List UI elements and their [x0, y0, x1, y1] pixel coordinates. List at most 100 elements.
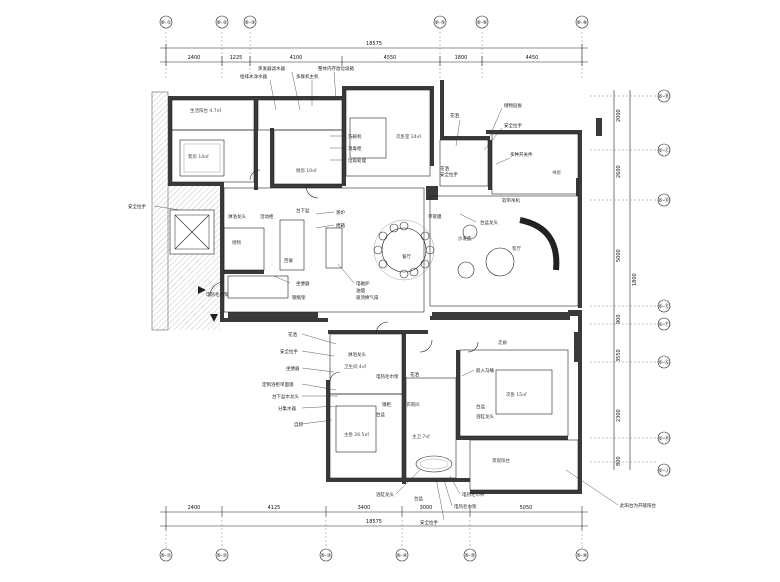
dining-table [373, 219, 435, 281]
annotation: 台盆龙头 [480, 219, 498, 226]
annotation: 多联机主机 [296, 73, 319, 80]
grid-label: ⑥-③ [245, 20, 256, 26]
annotation: 蒸炉 [336, 209, 345, 216]
dim-bottom-2: 4125 [268, 505, 281, 511]
annotation: 烤箱 [336, 222, 345, 229]
annotation: 安全拉手 [420, 519, 438, 526]
grid-label: ⑥-① [161, 20, 172, 26]
dim-right-6: 3550 [616, 349, 622, 362]
doors [209, 169, 479, 383]
room-label: 次卧室 24㎡ [396, 133, 422, 140]
annotation: 洗碗机 [348, 133, 362, 140]
annotation: 花洒 [440, 165, 449, 172]
annotation: 定制浴柜单面镜 [262, 381, 294, 388]
dim-top-6: 4450 [526, 55, 539, 61]
dim-top-4: 4550 [384, 55, 397, 61]
annotation: 给排水净水器 [240, 73, 267, 80]
grid-label: ⑥-② [217, 553, 228, 559]
grid-label: ⑥-Ⓗ [658, 435, 669, 442]
living-sofa [457, 217, 560, 279]
dim-bottom-1: 2400 [188, 505, 201, 511]
dim-top-1: 2400 [188, 55, 201, 61]
dim-top-3: 4100 [290, 55, 303, 61]
annotation: 安全拉手 [440, 171, 458, 178]
grid-label: ⑥-Ⓕ [658, 321, 669, 328]
dim-right-7: 2300 [616, 409, 622, 422]
annotation: 浴缸龙头 [476, 413, 494, 420]
dim-total-top: 18575 [366, 41, 382, 47]
walls [168, 80, 602, 494]
annotation: 台下盆水龙头 [272, 393, 299, 400]
dim-top-5: 1800 [455, 55, 468, 61]
annotation: 活动柜 [260, 213, 274, 220]
annotation: 油烟 [356, 287, 365, 294]
room-label: 衣帽间 [406, 401, 420, 408]
grid-label: ⑥-Ⓑ [658, 93, 669, 100]
annotation: 钢瓶架 [292, 294, 306, 301]
dim-bottom-4: 3000 [420, 505, 433, 511]
annotation: 嵌入马桶 [476, 367, 494, 374]
room-label: 储物 [232, 239, 241, 246]
grid-label: ⑥-⑥ [477, 20, 488, 26]
annotation: 台盆 [476, 403, 485, 410]
annotation: 安全拉手 [128, 203, 146, 210]
grid-axes-right: 2000 2600 5000 1800 900 3550 2300 800 ⑥-… [590, 89, 671, 477]
grid-axes-bottom: ⑥-① ⑥-② ⑥-③ ⑥-④ ⑥-⑤ ⑥-⑧ [159, 516, 589, 562]
grid-label: ⑥-Ⓙ [658, 467, 669, 474]
room-label: 生活阳台 4.7㎡ [190, 107, 222, 114]
room-label: 餐厅 [402, 253, 411, 260]
bed-guest [179, 139, 225, 177]
grid-label: ⑥-⑤ [465, 553, 476, 559]
annotation: 垃圾处理 [348, 157, 366, 164]
annotation: 台盆 [414, 495, 423, 502]
room-label: 主卧 26.5㎡ [344, 431, 369, 438]
annotation: 电热毛巾架 [206, 291, 229, 298]
top-dimension-lines: 18575 2400 1225 4100 4550 1800 4450 [160, 41, 588, 66]
annotation: 蒸发器滤水器 [258, 65, 285, 72]
annotation: 台盆 [376, 411, 385, 418]
room-label: 走廊 [498, 339, 507, 346]
annotation: 花洒 [410, 371, 419, 378]
dim-right-1: 2000 [616, 109, 622, 122]
grid-label: ⑥-Ⓒ [658, 147, 669, 154]
annotation: 淋浴龙头 [228, 213, 246, 220]
room-label: 厨房 10㎡ [296, 167, 317, 174]
room-label: 客房 14㎡ [188, 153, 209, 160]
dim-bottom-3: 3400 [358, 505, 371, 511]
interior-lines [171, 89, 579, 491]
grid-label: ⑥-④ [397, 553, 408, 559]
annotation: 电磁炉 [356, 280, 370, 287]
annotation: 花洒 [288, 331, 297, 338]
grid-label: ⑥-Ⓔ [658, 303, 669, 310]
annotation: 自卸 [294, 421, 303, 428]
annotation: 储物层板 [504, 102, 522, 109]
grid-label: ⑥-⑧ [577, 20, 588, 26]
annotation: 浴缸龙头 [376, 491, 394, 498]
room-label: 书房 [552, 169, 561, 176]
grid-label: ⑥-Ⓖ [658, 359, 669, 366]
room-label: 次卧 15㎡ [506, 391, 527, 398]
annotation: 坐便器 [286, 365, 300, 372]
annotation: 此阳台为开敞阳台 [620, 502, 656, 509]
dim-right-5: 900 [616, 314, 622, 324]
annotation: 台下盆 [296, 207, 310, 214]
annotation: 单管膜 [428, 213, 442, 220]
room-label: 主卫 7㎡ [412, 433, 430, 440]
bottom-dimension-lines: 2400 4125 3400 3000 5050 18575 [160, 505, 588, 530]
grid-label: ⑥-⑧ [577, 553, 588, 559]
room-label: 西餐 [284, 257, 293, 264]
room-label: 卫生间 4㎡ [344, 363, 367, 370]
stair-triangles [198, 286, 218, 322]
room-labels: 生活阳台 4.7㎡ 客房 14㎡ 次卧室 24㎡ 厨房 10㎡ 书房 餐厅 客厅… [188, 107, 561, 464]
annotation: 坐便器 [296, 280, 310, 287]
room-label: 景观阳台 [492, 457, 510, 464]
annotation: 淋浴龙头 [348, 351, 366, 358]
annotation: 消毒柜 [348, 145, 362, 152]
kitchen-island [325, 227, 343, 269]
annotation: 吸顶换气扇 [356, 294, 379, 301]
dim-total-bottom: 18575 [366, 519, 382, 525]
annotation: 安全拉手 [504, 122, 522, 129]
bed-third [495, 369, 553, 415]
annotation: 沙发底 [458, 235, 472, 242]
